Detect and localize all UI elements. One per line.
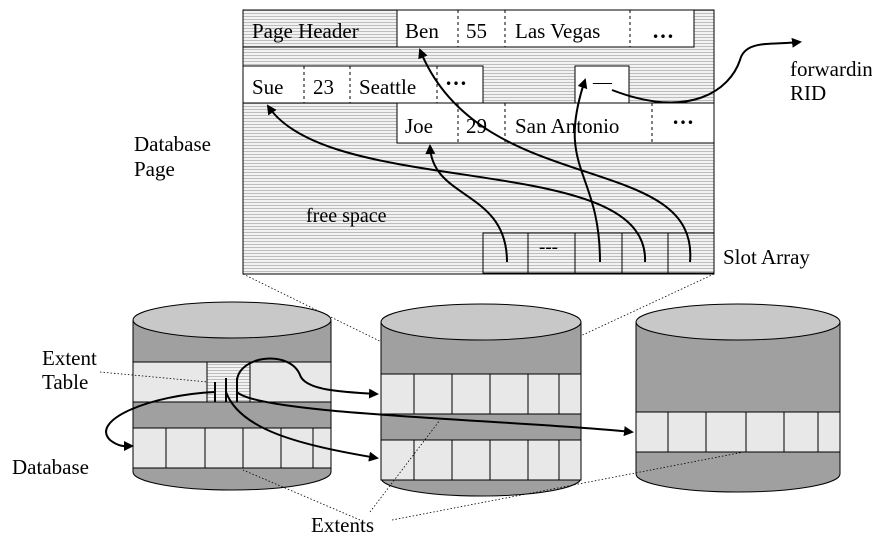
database-page-label-line1: Database — [134, 132, 211, 156]
record-more: … — [445, 65, 467, 90]
page-header-text: Page Header — [252, 19, 359, 43]
record-age: 29 — [466, 114, 487, 138]
record-city: San Antonio — [515, 114, 619, 138]
extent-leaders — [99, 371, 745, 521]
extent-table-label-line2: Table — [42, 370, 88, 394]
slot-gap-mark: --- — [539, 237, 558, 258]
disk-middle — [380, 303, 582, 497]
slot-array-label: Slot Array — [723, 245, 810, 269]
record-age: 55 — [466, 19, 487, 43]
record-name: Joe — [405, 114, 433, 138]
record-sue: Sue 23 Seattle … — [242, 65, 484, 104]
extents-label: Extents — [311, 513, 374, 537]
record-ben: Ben 55 Las Vegas … — [396, 9, 695, 48]
slot-pointers — [266, 37, 802, 263]
forwarding-rid-label-line1: forwarding — [790, 57, 872, 81]
record-age: 23 — [313, 75, 334, 99]
forwarding-rid-label-line2: RID — [790, 81, 826, 105]
free-space-label: free space — [306, 205, 387, 227]
forwarding-stub-mark: — — [592, 72, 613, 93]
database-page-label-line2: Page — [134, 157, 175, 181]
extent-table-label-line1: Extent — [42, 346, 97, 370]
record-joe: Joe 29 San Antonio … — [396, 102, 715, 144]
database-page: Page Header Ben 55 Las Vegas … Sue 23 Se… — [242, 9, 810, 275]
record-more: … — [672, 104, 694, 129]
disk-right — [635, 303, 841, 493]
record-city: Las Vegas — [515, 19, 600, 43]
record-name: Ben — [405, 19, 439, 43]
disk-left — [132, 301, 332, 491]
database-label: Database — [12, 455, 89, 479]
record-city: Seattle — [359, 75, 416, 99]
record-name: Sue — [252, 75, 284, 99]
extent-pointers — [105, 357, 634, 462]
record-more: … — [652, 18, 674, 43]
